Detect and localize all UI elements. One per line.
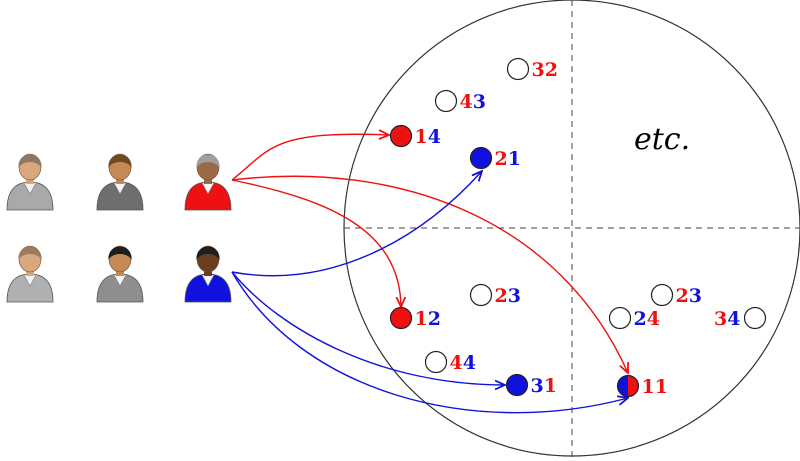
arrow-red-to-14 (231, 134, 389, 181)
node-23a-digit-0: 2 (495, 285, 508, 307)
node-label-11: 11 (642, 376, 668, 398)
node-43-digit-0: 4 (460, 91, 473, 113)
node-44-digit-0: 4 (450, 352, 463, 374)
node-34-digit-0: 3 (714, 308, 727, 330)
person-gray-man-icon (6, 153, 54, 211)
node-label-14: 14 (415, 126, 441, 148)
node-14: 14 (389, 124, 441, 148)
node-14-digit-1: 4 (428, 126, 441, 148)
people-group (6, 153, 232, 303)
arrow-blue-to-21 (231, 171, 482, 277)
node-32: 32 (506, 57, 558, 81)
person-gray-woman-icon (6, 245, 54, 303)
node-44: 44 (424, 350, 476, 374)
person-dark-suit-man-icon (96, 153, 144, 211)
person-blue-woman-icon (184, 245, 232, 303)
node-label-34: 34 (714, 308, 740, 330)
node-12-digit-1: 2 (428, 308, 441, 330)
node-24: 24 (608, 306, 660, 330)
node-label-32: 32 (532, 59, 558, 81)
node-label-23a: 23 (495, 285, 521, 307)
node-44-digit-1: 4 (463, 352, 476, 374)
node-11: 11 (616, 374, 668, 398)
arrow-red-to-12 (231, 179, 401, 307)
etc-label: etc. (634, 122, 690, 157)
node-24-digit-1: 4 (647, 308, 660, 330)
arrow-blue-to-31 (231, 271, 505, 385)
node-31-digit-0: 3 (531, 375, 544, 397)
node-label-43: 43 (460, 91, 486, 113)
node-21-digit-0: 2 (495, 148, 508, 170)
node-23b-digit-0: 2 (676, 285, 689, 307)
node-34-digit-1: 4 (727, 308, 740, 330)
node-23b: 23 (650, 283, 702, 307)
node-label-12: 12 (415, 308, 441, 330)
node-12: 12 (389, 306, 441, 330)
node-21-digit-1: 1 (508, 148, 521, 170)
arrows (231, 134, 628, 414)
node-label-21: 21 (495, 148, 521, 170)
person-gray-woman-dark-hair-icon (96, 245, 144, 303)
arrow-blue-to-11 (231, 271, 628, 414)
node-label-44: 44 (450, 352, 476, 374)
person-red-woman-icon (184, 153, 232, 211)
node-23a-digit-1: 3 (508, 285, 521, 307)
node-label-24: 24 (634, 308, 660, 330)
node-34: 34 (714, 306, 767, 330)
node-23b-digit-1: 3 (689, 285, 702, 307)
node-43-digit-1: 3 (473, 91, 486, 113)
node-12-digit-0: 1 (415, 308, 428, 330)
node-21: 21 (469, 146, 521, 170)
node-23a: 23 (469, 283, 521, 307)
node-label-23b: 23 (676, 285, 702, 307)
node-11-digit-1: 1 (655, 376, 668, 398)
node-31-digit-1: 1 (544, 375, 557, 397)
node-31: 31 (505, 373, 557, 397)
node-43: 43 (434, 89, 486, 113)
node-label-31: 31 (531, 375, 557, 397)
node-14-digit-0: 1 (415, 126, 428, 148)
node-24-digit-0: 2 (634, 308, 647, 330)
arrow-red-to-11 (231, 175, 628, 373)
node-11-digit-0: 1 (642, 376, 655, 398)
node-32-digit-1: 2 (545, 59, 558, 81)
node-32-digit-0: 3 (532, 59, 545, 81)
